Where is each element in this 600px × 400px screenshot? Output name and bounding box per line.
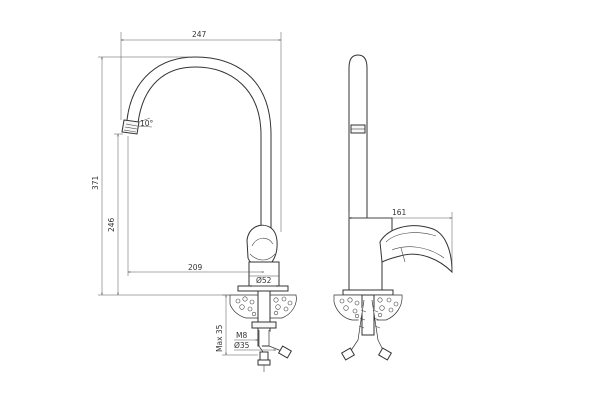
side-countertop-section (333, 294, 403, 321)
supply-hoses (257, 330, 293, 372)
side-supply-hoses (340, 299, 393, 361)
dim-thread: M8 (236, 331, 247, 340)
aerator-nozzle (121, 119, 140, 135)
dim-spout-height: 246 (107, 217, 116, 232)
dim-base-diameter: Ø52 (256, 276, 272, 285)
handle-lever (246, 224, 278, 268)
dim-spout-reach: 209 (188, 263, 203, 272)
dim-max-thickness: Max 35 (215, 324, 224, 352)
dim-height-total: 371 (91, 175, 100, 190)
mounting-stud (257, 290, 271, 347)
front-view: 247 371 246 209 Ø52 10° Max 35 M8 Ø35 (91, 30, 297, 372)
side-view: 161 (333, 54, 453, 361)
mounting-nut (251, 321, 277, 329)
base-plate (237, 285, 289, 292)
dim-spout-angle: 10° (140, 119, 154, 128)
side-handle-lever (379, 225, 453, 274)
faucet-body (248, 261, 280, 287)
dim-side-depth: 161 (392, 208, 407, 217)
side-spout-column (348, 54, 368, 218)
dim-pipe-diameter: Ø35 (234, 341, 250, 350)
dim-width-total: 247 (192, 30, 207, 39)
countertop-section (229, 294, 297, 319)
spout-inner (137, 66, 262, 232)
side-base-plate (342, 289, 394, 296)
